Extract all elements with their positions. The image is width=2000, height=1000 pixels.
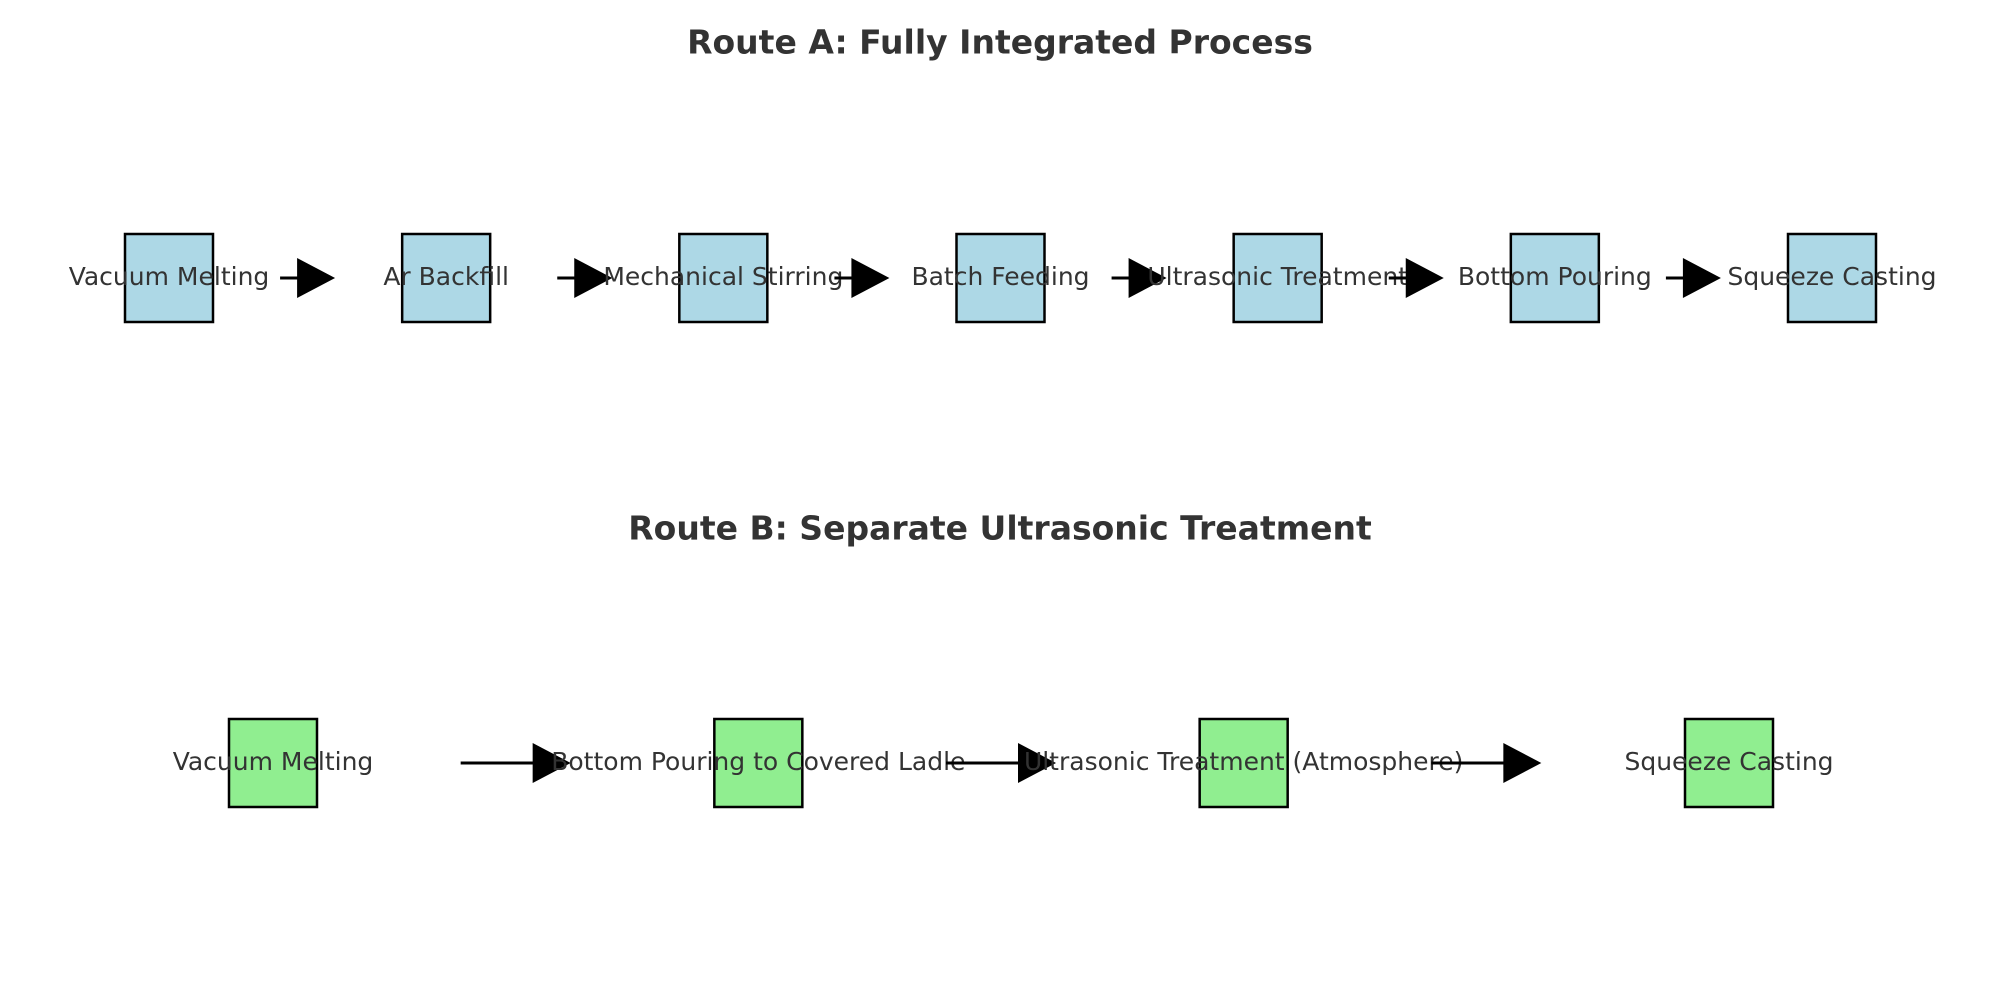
route-a-title: Route A: Fully Integrated Process: [687, 23, 1313, 62]
route-a-arrow-head: [1682, 258, 1721, 298]
route-b-step-box: [1683, 717, 1775, 809]
route-a-step-box: [1786, 232, 1878, 324]
route-b-step-label: Vacuum Melting: [173, 747, 374, 776]
route-a-arrow-head: [574, 258, 613, 298]
route-a-group: Route A: Fully Integrated Process Vacuum…: [69, 23, 1937, 324]
route-b-group: Route B: Separate Ultrasonic Treatment V…: [173, 509, 1834, 809]
route-a-step-label: Squeeze Casting: [1727, 262, 1936, 291]
route-a-step-box: [400, 232, 492, 324]
route-b-title: Route B: Separate Ultrasonic Treatment: [628, 509, 1372, 548]
route-b-arrow-head: [1018, 743, 1056, 783]
route-a-step-label: Mechanical Stirring: [603, 262, 843, 291]
route-b-steps: Vacuum Melting Bottom Pouring to Covered …: [173, 717, 1834, 809]
route-a-step-box: [678, 232, 769, 324]
route-b-step-label: Bottom Pouring to Covered Ladle: [551, 747, 965, 776]
route-a-arrow-head: [1405, 258, 1444, 298]
route-a-arrow-head: [851, 258, 890, 298]
route-a-arrow-head: [297, 258, 336, 298]
route-b-step-box: [227, 717, 319, 809]
route-a-step-label: Vacuum Melting: [69, 262, 270, 291]
route-b-step-label: Ultrasonic Treatment (Atmosphere): [1024, 747, 1463, 776]
route-b-step-box: [1198, 717, 1289, 809]
route-a-step-label: Batch Feeding: [911, 262, 1089, 291]
route-a-step-label: Bottom Pouring: [1458, 262, 1652, 291]
route-a-step-label: Ultrasonic Treatment: [1147, 262, 1408, 291]
route-a-arrow-head: [1128, 258, 1167, 298]
route-a-step-box: [1232, 232, 1323, 324]
route-a-step-box: [123, 232, 215, 324]
route-b-arrow-head: [532, 743, 571, 783]
route-a-step-label: Ar Backfill: [383, 262, 509, 291]
route-a-steps: Vacuum Melting Ar Backfill Mechanical Stir…: [69, 232, 1937, 324]
route-b-arrow-head: [1503, 743, 1542, 783]
route-b-step-box: [713, 717, 804, 809]
route-a-step-box: [1509, 232, 1601, 324]
route-b-step-label: Squeeze Casting: [1624, 747, 1833, 776]
route-a-step-box: [955, 232, 1046, 324]
